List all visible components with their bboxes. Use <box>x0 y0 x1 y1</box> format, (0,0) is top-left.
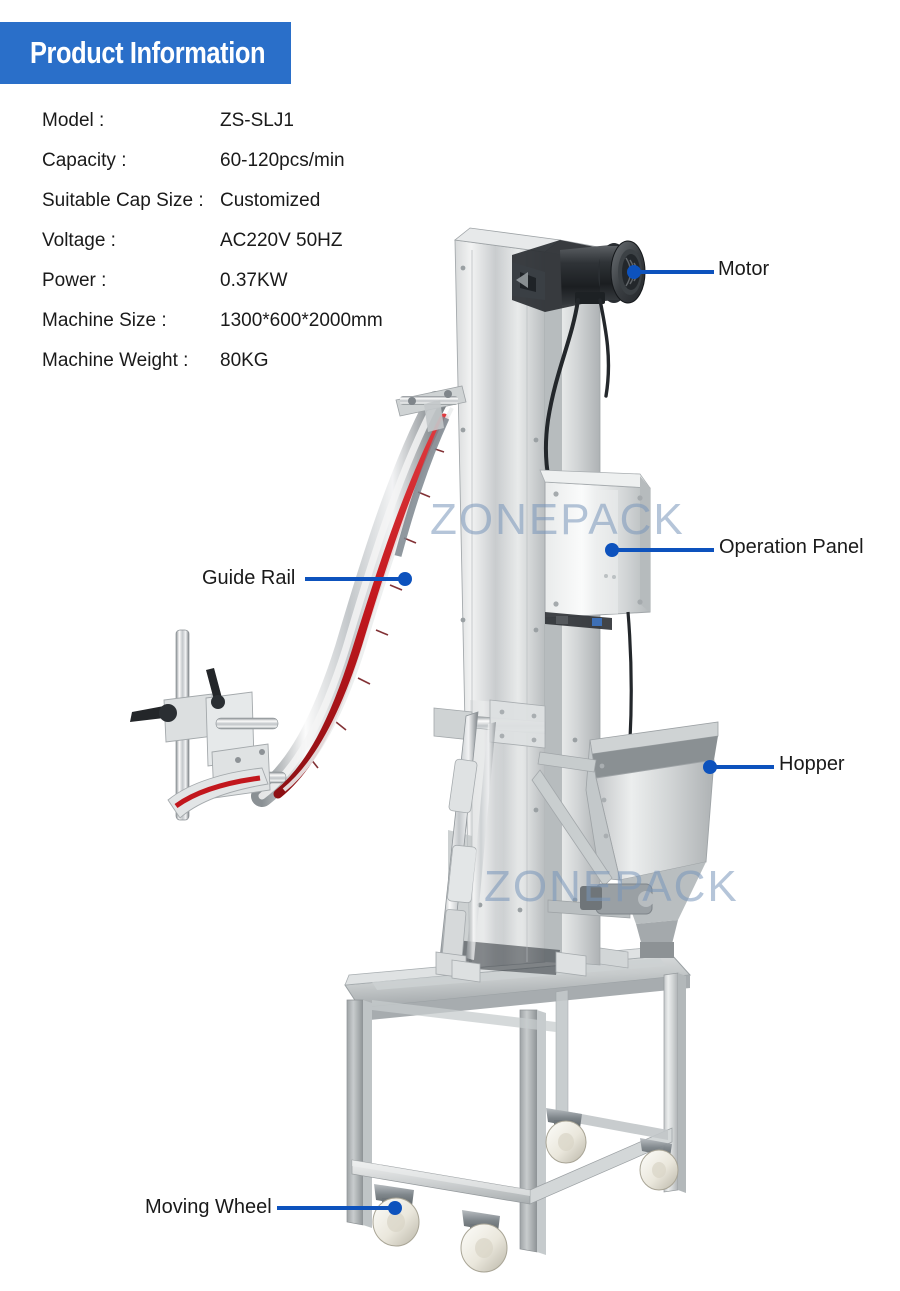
spec-label-power: Power : <box>42 270 107 291</box>
callout-line-operation-panel <box>614 548 714 552</box>
spec-value-cap-size: Customized <box>220 190 321 211</box>
callout-dot-guide-rail <box>398 572 412 586</box>
callout-line-guide-rail <box>305 577 401 581</box>
callout-dot-hopper <box>703 760 717 774</box>
table-row: Suitable Cap Size : Customized <box>42 190 442 230</box>
callout-line-hopper <box>712 765 774 769</box>
caster-front-right <box>460 1210 508 1273</box>
table-row: Model : ZS-SLJ1 <box>42 110 442 150</box>
spec-value-machine-weight: 80KG <box>220 350 269 371</box>
callout-dot-operation-panel <box>605 543 619 557</box>
spec-value-model: ZS-SLJ1 <box>220 110 294 131</box>
spec-value-voltage: AC220V 50HZ <box>220 230 343 251</box>
support-strut <box>435 711 479 979</box>
caster-back-right <box>545 1108 587 1164</box>
callout-label-hopper: Hopper <box>779 753 845 775</box>
spec-label-machine-weight: Machine Weight : <box>42 350 189 371</box>
callout-label-operation-panel: Operation Panel <box>719 536 864 558</box>
table-row: Capacity : 60-120pcs/min <box>42 150 442 190</box>
watermark-lower: ZONEPACK <box>484 862 739 911</box>
spec-label-machine-size: Machine Size : <box>42 310 167 331</box>
table-row: Power : 0.37KW <box>42 270 442 310</box>
spec-value-machine-size: 1300*600*2000mm <box>220 310 383 331</box>
spec-value-power: 0.37KW <box>220 270 288 291</box>
page-title: Product Information <box>30 35 266 70</box>
section-header-banner: Product Information <box>0 22 291 84</box>
table-row: Machine Weight : 80KG <box>42 350 442 390</box>
table-row: Voltage : AC220V 50HZ <box>42 230 442 270</box>
specification-table: Model : ZS-SLJ1 Capacity : 60-120pcs/min… <box>42 110 442 390</box>
spec-value-capacity: 60-120pcs/min <box>220 150 345 171</box>
spec-label-cap-size: Suitable Cap Size : <box>42 190 204 211</box>
caster-back-left <box>639 1138 679 1191</box>
guide-rail <box>251 391 454 807</box>
table-row: Machine Size : 1300*600*2000mm <box>42 310 442 350</box>
callout-label-motor: Motor <box>718 258 770 280</box>
watermark-upper: ZONEPACK <box>430 495 685 544</box>
callout-line-motor <box>636 270 714 274</box>
caster-front-left <box>372 1184 420 1247</box>
spec-label-capacity: Capacity : <box>42 150 127 171</box>
callout-label-guide-rail: Guide Rail <box>202 567 296 589</box>
callout-line-moving-wheel <box>277 1206 391 1210</box>
hopper <box>585 721 719 958</box>
cap-gripper-assembly <box>130 629 287 821</box>
callout-label-moving-wheel: Moving Wheel <box>145 1196 272 1218</box>
callout-dot-moving-wheel <box>388 1201 402 1215</box>
spec-label-voltage: Voltage : <box>42 230 116 251</box>
callout-dot-motor <box>627 265 641 279</box>
spec-label-model: Model : <box>42 110 105 131</box>
